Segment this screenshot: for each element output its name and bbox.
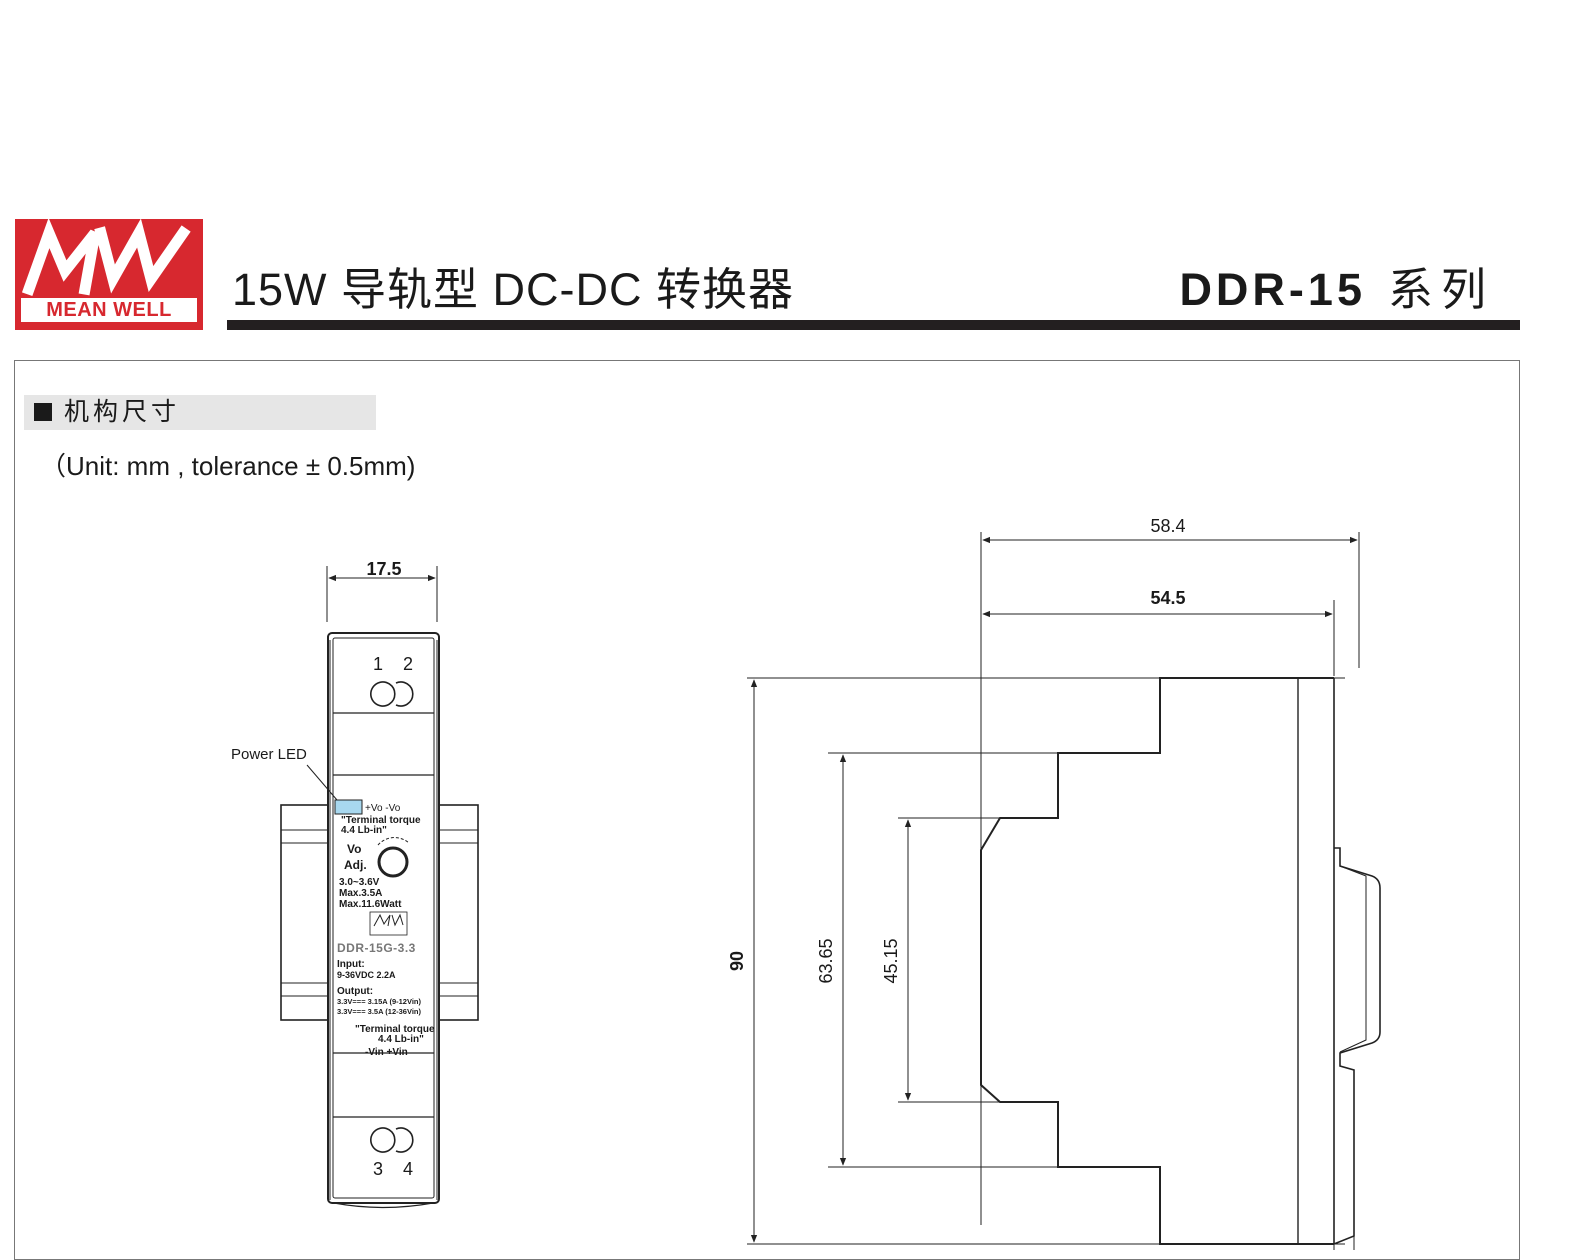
label-vo: Vo (347, 842, 361, 856)
label-torque-bottom-2: 4.4 Lb-in" (378, 1034, 424, 1045)
dim-depth-58-4: 58.4 (1150, 516, 1185, 536)
model-name: DDR-15 (1179, 264, 1366, 315)
label-torque-bottom-1: "Terminal torque (355, 1024, 435, 1035)
logo-wordmark: MEAN WELL (21, 298, 197, 322)
section-heading-text: 机构尺寸 (64, 398, 181, 426)
power-led-label: Power LED (231, 746, 307, 763)
series-label: 系列 (1387, 264, 1494, 315)
label-output-2: 3.3V=== 3.5A (12-36Vin) (337, 1007, 422, 1016)
label-torque-top-2: 4.4 Lb-in" (341, 825, 387, 836)
document-title: 15W 导轨型 DC-DC 转换器 (232, 264, 795, 315)
front-view-text: 17.5 1 2 3 4 Power LED +Vo -Vo "Terminal… (231, 559, 435, 1179)
label-output: Output: (337, 986, 373, 997)
mw-logo-mark-icon (21, 219, 191, 297)
label-output-1: 3.3V=== 3.15A (9-12Vin) (337, 997, 422, 1006)
unit-note: （Unit: mm , tolerance ± 0.5mm) (40, 451, 416, 481)
section-heading: 机构尺寸 (24, 395, 376, 430)
label-range: 3.0~3.6V (339, 877, 380, 888)
power-led-indicator (334, 799, 363, 815)
label-max-w: Max.11.6Watt (339, 899, 402, 910)
terminal-4: 4 (403, 1159, 413, 1179)
dim-width-17-5: 17.5 (366, 559, 401, 579)
series-title: DDR-15 系列 (1179, 264, 1494, 316)
dim-height-63-65: 63.65 (816, 938, 836, 983)
dim-depth-54-5: 54.5 (1150, 588, 1185, 608)
terminal-3: 3 (373, 1159, 383, 1179)
dim-height-90: 90 (727, 951, 747, 971)
dim-height-45-15: 45.15 (881, 938, 901, 983)
front-view (280, 566, 479, 1209)
mean-well-logo: MEAN WELL (15, 219, 203, 330)
terminal-2: 2 (403, 654, 413, 674)
label-input-value: 9-36VDC 2.2A (337, 970, 396, 980)
label-out-pins: +Vo -Vo (365, 803, 401, 814)
label-torque-top-1: "Terminal torque (341, 815, 421, 826)
label-adj: Adj. (344, 858, 367, 872)
label-in-pins: -Vin +Vin (365, 1047, 408, 1058)
title-underline (227, 320, 1520, 330)
side-view-text: 58.4 54.5 90 63.65 45.15 (727, 516, 1186, 984)
label-input: Input: (337, 959, 365, 970)
label-max-a: Max.3.5A (339, 888, 382, 899)
terminal-1: 1 (373, 654, 383, 674)
square-bullet-icon (34, 403, 52, 421)
side-view (747, 532, 1381, 1250)
label-model: DDR-15G-3.3 (337, 941, 416, 955)
